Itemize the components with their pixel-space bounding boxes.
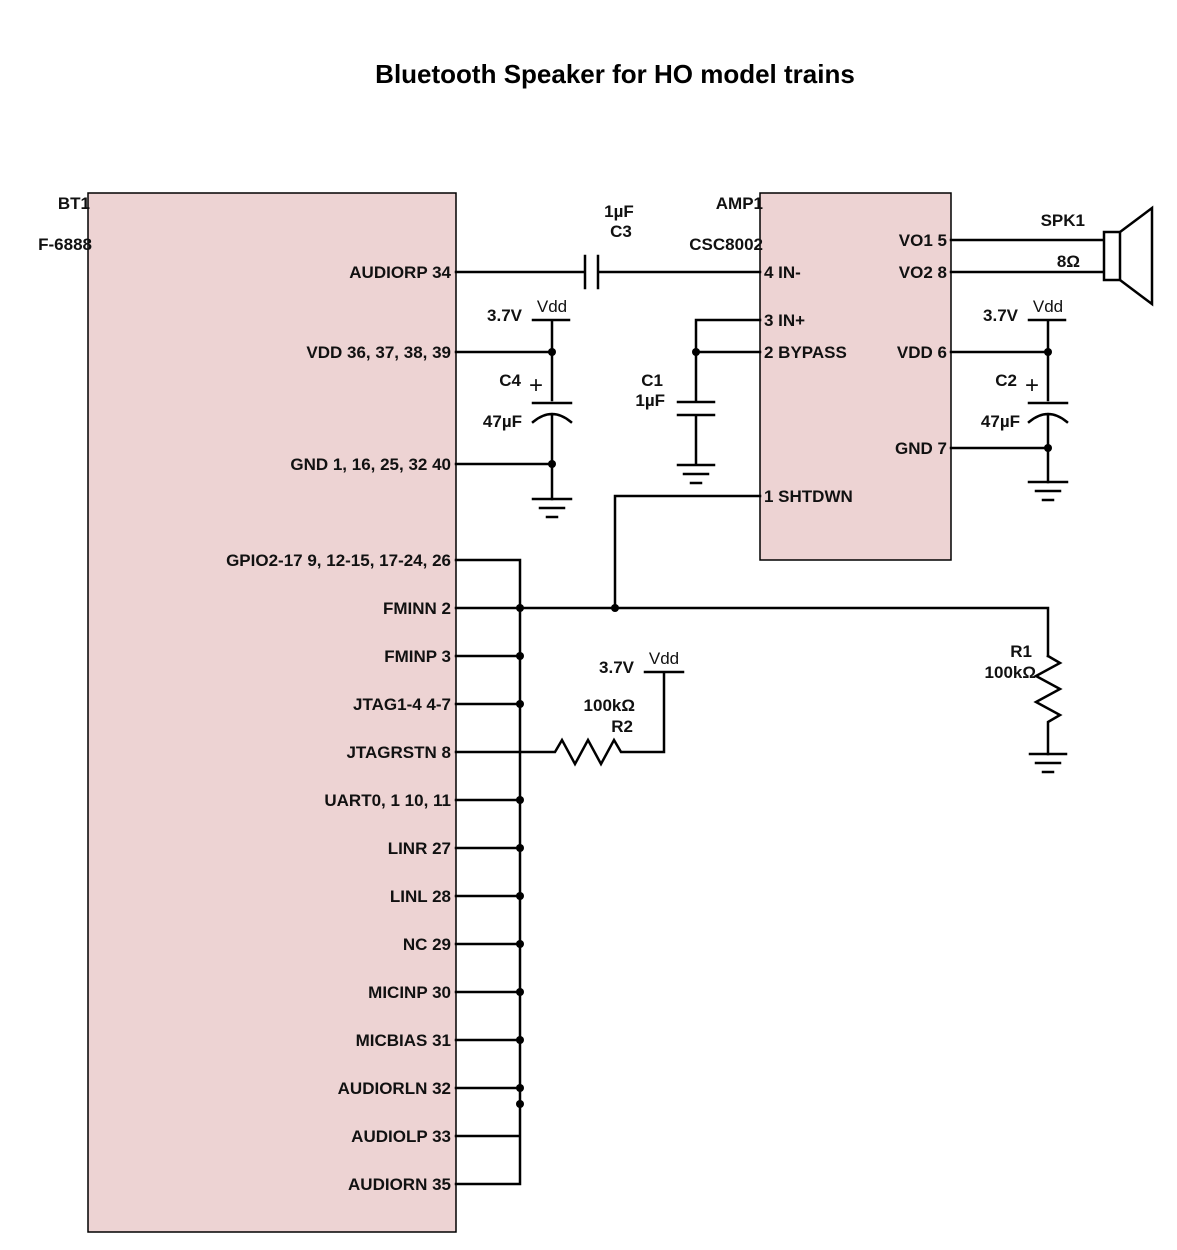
- pin-jtag: JTAG1-4 4-7: [353, 695, 451, 714]
- pin-linl: LINL 28: [390, 887, 451, 906]
- speaker-icon: [1102, 230, 1122, 282]
- c4-supply-name: Vdd: [537, 297, 567, 316]
- junction-dot: [1044, 348, 1052, 356]
- amp-pin-shtdwn: 1 SHTDWN: [764, 487, 853, 506]
- c4-ref: C4: [499, 371, 521, 390]
- c4-value: 47µF: [483, 412, 522, 431]
- r1-ref: R1: [1010, 642, 1032, 661]
- amp1-pin-labels: 4 IN- 3 IN+ 2 BYPASS 1 SHTDWN VO1 5 VO2 …: [764, 231, 947, 506]
- pin-gnd: GND 1, 16, 25, 32 40: [290, 455, 451, 474]
- c3-value: 1µF: [604, 202, 634, 221]
- spk1-ref: SPK1: [1041, 211, 1085, 230]
- pin-audiorln: AUDIORLN 32: [338, 1079, 451, 1098]
- pin-micinp: MICINP 30: [368, 983, 451, 1002]
- junction-dot: [611, 604, 619, 612]
- junction-dot: [548, 460, 556, 468]
- amp-pin-in-pos: 3 IN+: [764, 311, 805, 330]
- pin-jtagrstn: JTAGRSTN 8: [346, 743, 451, 762]
- r1-value: 100kΩ: [985, 663, 1036, 682]
- r2-value: 100kΩ: [584, 696, 635, 715]
- pin-nc: NC 29: [403, 935, 451, 954]
- pin-gpio: GPIO2-17 9, 12-15, 17-24, 26: [226, 551, 451, 570]
- pin-uart: UART0, 1 10, 11: [324, 791, 451, 810]
- capacitor-c3: 1µF C3: [454, 202, 762, 290]
- c2-supply-name: Vdd: [1033, 297, 1063, 316]
- c1-value: 1µF: [635, 391, 665, 410]
- pin-audiorn: AUDIORN 35: [348, 1175, 451, 1194]
- capacitor-c1: C1 1µF: [635, 318, 762, 485]
- vdd-net-amp: 3.7V Vdd C2 + 47µF: [949, 297, 1069, 502]
- amp1-part: CSC8002: [689, 235, 763, 254]
- pin-audiolp: AUDIOLP 33: [351, 1127, 451, 1146]
- c3-ref: C3: [610, 222, 632, 241]
- speaker-spk1: SPK1 8Ω: [949, 205, 1154, 307]
- c2-supply-voltage: 3.7V: [983, 306, 1019, 325]
- junction-dot: [692, 348, 700, 356]
- bt1-module-body: [87, 192, 457, 1233]
- r2-supply-name: Vdd: [649, 649, 679, 668]
- pin-micbias: MICBIAS 31: [356, 1031, 451, 1050]
- pin-linr: LINR 27: [388, 839, 451, 858]
- resistor-r1: R1 100kΩ: [985, 642, 1068, 774]
- pin-fminn: FMINN 2: [383, 599, 451, 618]
- amp-pin-gnd: GND 7: [895, 439, 947, 458]
- r2-supply-voltage: 3.7V: [599, 658, 635, 677]
- pin-audiorp: AUDIORP 34: [349, 263, 451, 282]
- amp-pin-in-neg: 4 IN-: [764, 263, 801, 282]
- pin-fminp: FMINP 3: [384, 647, 451, 666]
- amp-pin-vo2: VO2 8: [899, 263, 947, 282]
- c1-ref: C1: [641, 371, 663, 390]
- resistor-r2: 3.7V Vdd 100kΩ R2: [454, 649, 685, 767]
- amp-pin-vdd: VDD 6: [897, 343, 947, 362]
- shtdwn-wire: [613, 494, 762, 610]
- c2-plus: +: [1025, 372, 1039, 399]
- spk1-value: 8Ω: [1057, 252, 1080, 271]
- pin-vdd: VDD 36, 37, 38, 39: [306, 343, 451, 362]
- c4-supply-voltage: 3.7V: [487, 306, 523, 325]
- bt1-part: F-6888: [38, 235, 92, 254]
- vdd-net-bt1: 3.7V Vdd C4 + 47µF: [454, 297, 573, 519]
- diagram-title: Bluetooth Speaker for HO model trains: [375, 59, 855, 89]
- amp1-body: [759, 192, 952, 561]
- amp-pin-vo1: VO1 5: [899, 231, 947, 250]
- bt1-pin-labels: AUDIORP 34 VDD 36, 37, 38, 39 GND 1, 16,…: [226, 263, 451, 1194]
- fminn-wire: [454, 606, 1050, 658]
- junction-dot: [1044, 444, 1052, 452]
- bt1-tied-pins-bus: [454, 558, 524, 1186]
- r2-ref: R2: [611, 717, 633, 736]
- junction-dot: [548, 348, 556, 356]
- amp1-ref: AMP1: [716, 194, 763, 213]
- c2-ref: C2: [995, 371, 1017, 390]
- amp-pin-bypass: 2 BYPASS: [764, 343, 847, 362]
- bt1-ref: BT1: [58, 194, 90, 213]
- c2-value: 47µF: [981, 412, 1020, 431]
- c4-plus: +: [529, 372, 543, 399]
